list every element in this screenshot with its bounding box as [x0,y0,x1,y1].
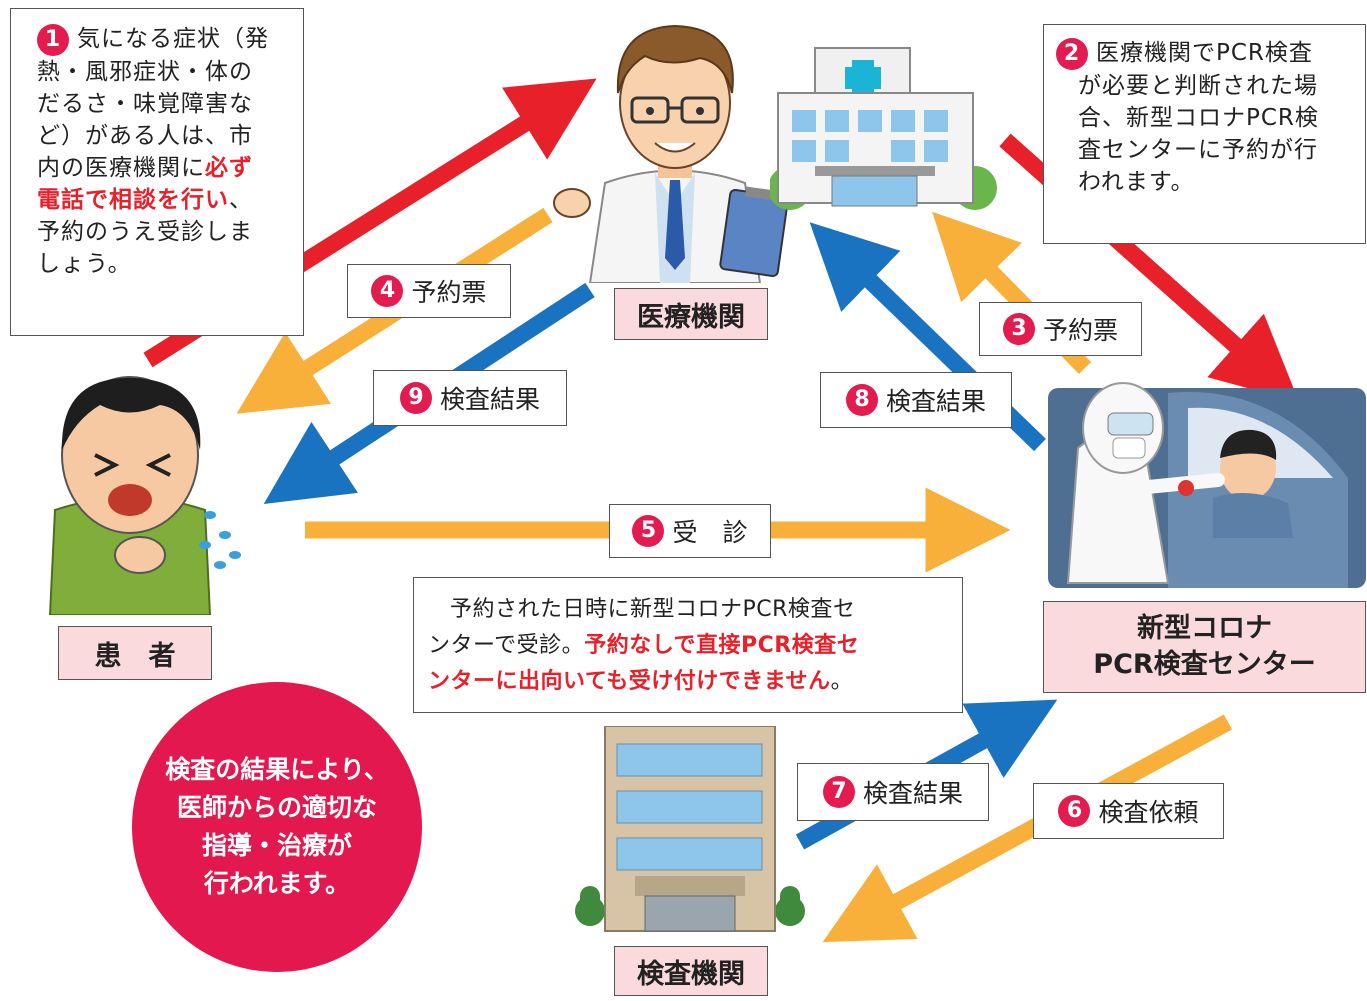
reservation-note-box: 予約された日時に新型コロナPCR検査セ ンターで受診。予約なしで直接PCR検査セ… [413,577,963,713]
step1-number: 1 [37,23,69,56]
result-circle: 検査の結果により、 医師からの適切な 指導・治療が 行われます。 [132,682,422,972]
patient-illustration [48,376,241,615]
place-lab: 検査機関 [614,946,768,996]
place-patient: 患 者 [58,626,212,680]
place-clinic: 医療機関 [614,288,768,340]
reservation-note-text: 予約された日時に新型コロナPCR検査セ ンターで受診。予約なしで直接PCR検査セ… [428,597,860,694]
hospital-icon [770,47,997,210]
lab-building-icon [575,726,805,932]
doctor-illustration [553,24,789,283]
place-pcr-center: 新型コロナ PCR検査センター [1043,601,1366,693]
pcr-drive-through-illustration [1048,382,1366,588]
step2-number: 2 [1056,37,1088,70]
